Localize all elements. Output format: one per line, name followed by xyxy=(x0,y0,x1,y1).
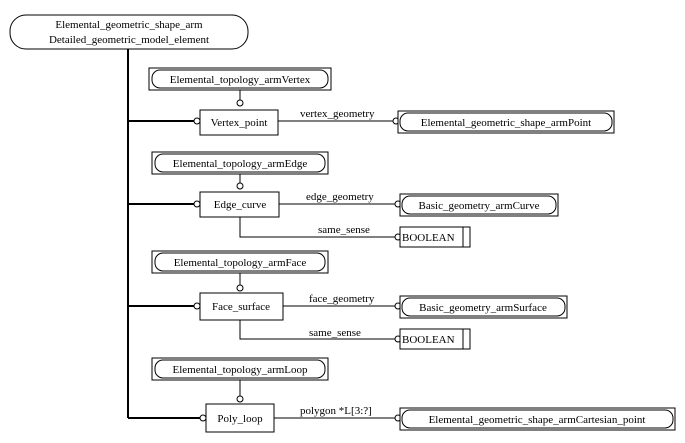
target-boolean-face[interactable]: BOOLEAN xyxy=(399,328,471,350)
group-loop: Elemental_topology_armLoop Poly_loop pol… xyxy=(128,357,676,433)
target-cartesian-point-label: Elemental_geometric_shape_armCartesian_p… xyxy=(429,414,646,426)
entity-vertex-point[interactable]: Vertex_point xyxy=(199,109,279,136)
root-entity-line1: Elemental_geometric_shape_arm xyxy=(55,19,203,31)
entity-vertex-point-label: Vertex_point xyxy=(211,117,268,129)
target-elemental-point-label: Elemental_geometric_shape_armPoint xyxy=(421,117,591,129)
supertype-vertex[interactable]: Elemental_topology_armVertex xyxy=(148,67,332,91)
supertype-face-label: Elemental_topology_armFace xyxy=(174,257,307,269)
target-basic-curve-label: Basic_geometry_armCurve xyxy=(419,200,540,212)
attr-face-geometry-label: face_geometry xyxy=(309,293,375,305)
group-face: Elemental_topology_armFace Face_surface … xyxy=(128,250,568,350)
entity-edge-curve[interactable]: Edge_curve xyxy=(199,191,280,218)
attr-face-same-sense-label: same_sense xyxy=(309,327,361,339)
entity-face-surface[interactable]: Face_surface xyxy=(199,292,284,321)
target-basic-surface-label: Basic_geometry_armSurface xyxy=(419,302,547,314)
root-entity[interactable]: Elemental_geometric_shape_arm Detailed_g… xyxy=(9,14,249,50)
target-cartesian-point[interactable]: Elemental_geometric_shape_armCartesian_p… xyxy=(399,407,676,431)
entity-face-surface-label: Face_surface xyxy=(212,301,270,313)
supertype-face[interactable]: Elemental_topology_armFace xyxy=(151,250,329,274)
entity-poly-loop[interactable]: Poly_loop xyxy=(205,403,275,433)
target-boolean-edge-label: BOOLEAN xyxy=(402,232,455,244)
entity-edge-curve-label: Edge_curve xyxy=(214,199,267,211)
root-entity-line2: Detailed_geometric_model_element xyxy=(49,34,209,46)
supertype-loop[interactable]: Elemental_topology_armLoop xyxy=(151,357,329,381)
attr-polygon-label: polygon *L[3:?] xyxy=(300,405,372,417)
group-vertex: Elemental_topology_armVertex Vertex_poin… xyxy=(128,67,615,136)
target-basic-surface[interactable]: Basic_geometry_armSurface xyxy=(399,295,568,319)
target-boolean-face-label: BOOLEAN xyxy=(402,334,455,346)
attr-vertex-geometry-label: vertex_geometry xyxy=(300,108,375,120)
supertype-loop-label: Elemental_topology_armLoop xyxy=(172,364,308,376)
supertype-vertex-label: Elemental_topology_armVertex xyxy=(170,74,311,86)
target-elemental-point[interactable]: Elemental_geometric_shape_armPoint xyxy=(397,110,615,134)
attr-edge-geometry-label: edge_geometry xyxy=(306,191,374,203)
entity-poly-loop-label: Poly_loop xyxy=(217,413,263,425)
group-edge: Elemental_topology_armEdge Edge_curve ed… xyxy=(128,151,559,248)
supertype-edge-label: Elemental_topology_armEdge xyxy=(173,158,308,170)
supertype-link-circle xyxy=(236,99,244,107)
attr-edge-same-sense-label: same_sense xyxy=(318,224,370,236)
target-boolean-edge[interactable]: BOOLEAN xyxy=(399,226,471,248)
target-basic-curve[interactable]: Basic_geometry_armCurve xyxy=(399,193,559,217)
supertype-edge[interactable]: Elemental_topology_armEdge xyxy=(151,151,329,175)
